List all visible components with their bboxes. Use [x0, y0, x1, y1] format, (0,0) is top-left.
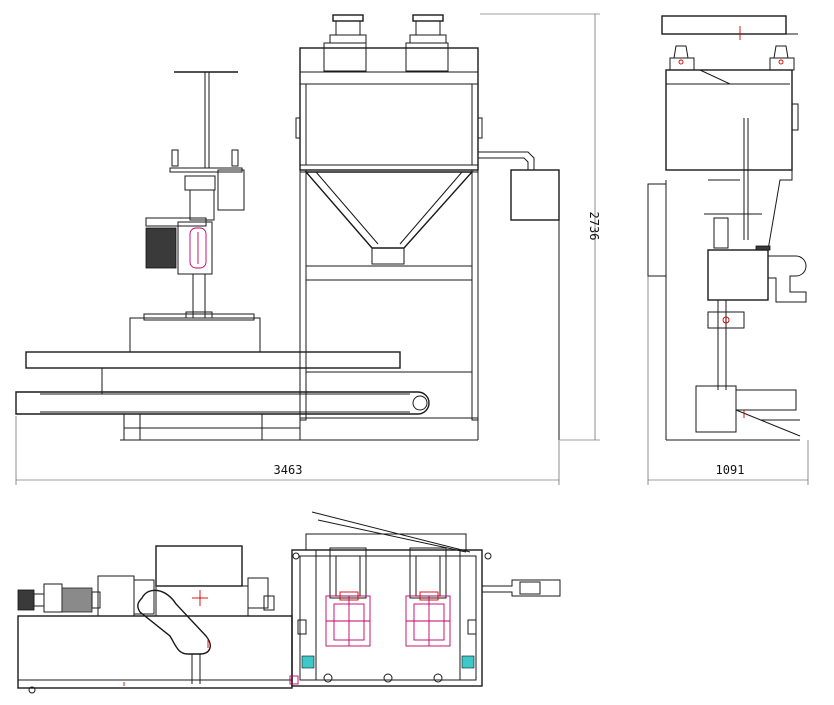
control-box	[510, 169, 560, 221]
drive-motor	[61, 587, 93, 613]
clamp-cylinder	[189, 227, 207, 269]
dim-height: 2736	[480, 13, 601, 441]
top-conveyor	[17, 615, 293, 689]
weigh-bin-frame	[299, 47, 479, 171]
top-bin-outline	[291, 549, 483, 687]
platform-block	[129, 317, 261, 353]
height-dimension: 2736	[587, 212, 601, 241]
platform-table	[25, 351, 401, 369]
hopper-cone	[304, 171, 474, 249]
bagging-column	[145, 71, 245, 319]
clamp-motor	[145, 227, 177, 269]
inlet-flange-right	[405, 14, 449, 72]
side-bin	[665, 69, 793, 171]
top-view	[17, 511, 561, 694]
conveyor	[15, 391, 478, 441]
dim-side-width: 1091	[647, 276, 809, 485]
inlet-flange-left	[323, 14, 367, 72]
side-clamp-body	[707, 249, 769, 301]
pneumatic-pipe	[478, 151, 535, 170]
length-dimension: 3463	[274, 463, 303, 477]
side-view: 1091	[647, 15, 809, 485]
dim-length: 3463	[15, 416, 560, 485]
side-width-dimension: 1091	[716, 463, 745, 477]
sewing-arm	[137, 589, 211, 655]
front-view: 2736 3463	[15, 13, 601, 485]
